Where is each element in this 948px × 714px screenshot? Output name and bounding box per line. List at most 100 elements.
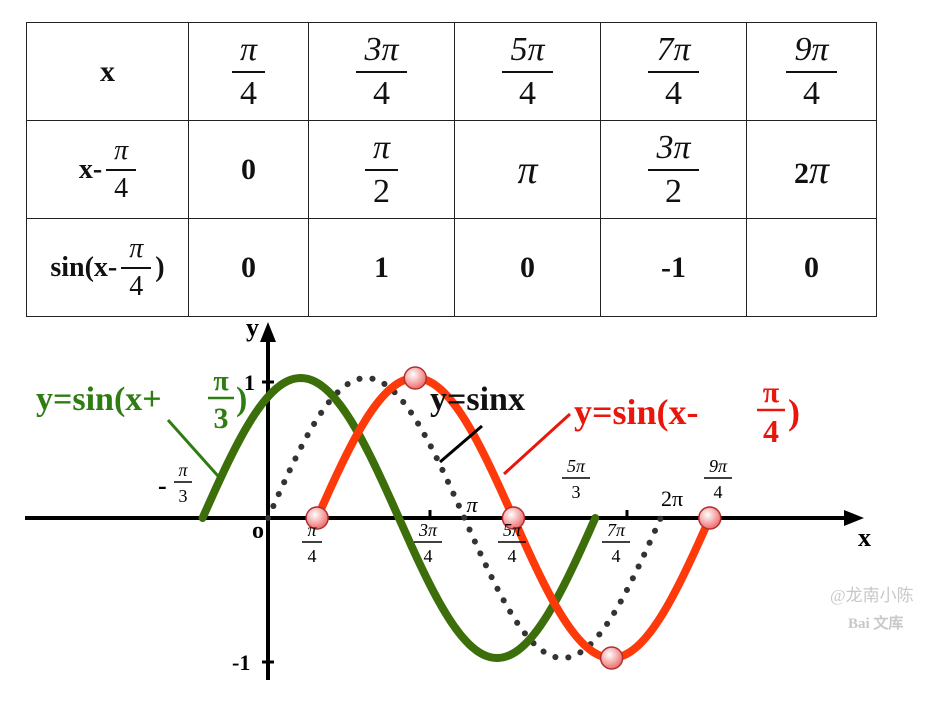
key-point <box>501 506 526 530</box>
key-point <box>305 506 329 530</box>
green-label-pointer <box>166 419 220 477</box>
shift-value: π <box>517 147 538 192</box>
watermark-line1: @龙南小陈 <box>830 586 914 605</box>
shift-prefix: x- <box>78 153 103 185</box>
key-point <box>403 366 428 390</box>
sin-prefix: sin(x- <box>50 251 118 283</box>
red-label-pointer <box>502 412 572 476</box>
sin-cell-1: 0 <box>188 218 309 317</box>
table-row-sin: sin(x- π 4 ) 0 1 0 -1 0 <box>26 218 877 317</box>
tick-3pi4-den: 4 <box>424 546 433 566</box>
frac-num: 7π <box>656 30 691 68</box>
frac-num: π <box>114 134 129 166</box>
shift-pi: π <box>808 147 830 192</box>
frac-den: 4 <box>372 74 390 112</box>
tick-neg-pi3-den: 3 <box>179 486 188 506</box>
frac-num: π <box>239 30 258 68</box>
y-axis-arrow <box>260 322 276 342</box>
tick-neg-pi3-sign: - <box>158 471 167 500</box>
sin-value: 0 <box>804 250 819 284</box>
frac-den: 4 <box>802 74 820 112</box>
sin-value: -1 <box>661 250 686 284</box>
shift-value: 0 <box>241 152 256 186</box>
key-point <box>698 506 722 530</box>
row-label-shift: x- π 4 <box>26 120 189 219</box>
label-green: y=sin(x+ <box>36 381 162 418</box>
x-axis-arrow <box>844 510 864 526</box>
sin-cell-2: 1 <box>308 218 455 317</box>
sin-value: 1 <box>374 250 389 284</box>
frac-den: 4 <box>114 172 129 204</box>
sin-cell-3: 0 <box>454 218 601 317</box>
sin-value: 0 <box>520 250 535 284</box>
curve-y-sinx <box>265 374 664 662</box>
row-label-x-text: x <box>100 54 115 88</box>
frac-num: π <box>372 128 391 166</box>
tick-pi4-den: 4 <box>308 546 317 566</box>
frac-num: 9π <box>794 30 829 68</box>
sin-value: 0 <box>241 250 256 284</box>
shift-cell-5: 2π <box>746 120 877 219</box>
sin-cell-5: 0 <box>746 218 877 317</box>
tick-5pi4-den: 4 <box>508 546 517 566</box>
y-axis-label: y <box>246 313 259 342</box>
sine-graph: x y o 1 -1 y=sin(x+ π 3 ) y=sinx y=sin(x… <box>25 313 914 680</box>
sin-cell-4: -1 <box>600 218 747 317</box>
tick-neg-pi3-num: π <box>178 460 188 480</box>
y-tick-label-1: 1 <box>244 370 255 395</box>
frac-den: 4 <box>129 270 144 302</box>
tick-3pi4-num: 3π <box>418 520 438 540</box>
tick-7pi4-den: 4 <box>612 546 621 566</box>
label-green-prefix: y=sin(x+ <box>36 381 162 418</box>
black-label-pointer <box>439 424 483 464</box>
tick-5pi3-num: 5π <box>567 456 586 476</box>
label-red-prefix: y=sin(x- <box>574 392 699 432</box>
frac-num: 3π <box>656 128 691 166</box>
key-point <box>599 646 624 670</box>
x-axis-label: x <box>858 523 871 552</box>
frac-den: 2 <box>372 172 390 210</box>
tick-pi: π <box>466 492 478 517</box>
curve-y-sin-x-plus-pi3 <box>198 373 600 663</box>
shift-cell-1: 0 <box>188 120 309 219</box>
sin-suffix: ) <box>155 251 165 283</box>
label-green-suffix: ) <box>236 381 247 418</box>
tick-pi4-num: π <box>307 520 317 540</box>
frac-num: 5π <box>510 30 545 68</box>
frac-num: 3π <box>364 30 399 68</box>
tick-2pi: 2π <box>661 486 683 511</box>
tick-7pi4-num: 7π <box>607 520 626 540</box>
y-tick-label-neg1: -1 <box>232 650 250 675</box>
frac-den: 2 <box>664 172 682 210</box>
row-label-x: x <box>26 22 189 121</box>
frac-den: 4 <box>518 74 536 112</box>
key-points <box>305 366 722 670</box>
shift-cell-3: π <box>454 120 601 219</box>
label-black: y=sinx <box>430 381 525 418</box>
label-red-suffix: ) <box>788 392 800 432</box>
label-red-num: π <box>763 376 780 409</box>
tick-5pi4-num: 5π <box>503 520 522 540</box>
frac-num: π <box>129 232 144 264</box>
shift-coef: 2 <box>793 157 809 190</box>
label-red-den: 4 <box>763 413 779 449</box>
tick-9pi4-num: 9π <box>709 456 728 476</box>
tick-9pi4-den: 4 <box>714 482 723 502</box>
frac-den: 4 <box>239 74 257 112</box>
tick-5pi3-den: 3 <box>572 482 581 502</box>
row-label-sin: sin(x- π 4 ) <box>26 218 189 317</box>
watermark-line2: Bai 文库 <box>848 614 903 632</box>
label-green-num: π <box>213 366 229 397</box>
origin-label: o <box>252 518 264 544</box>
frac-den: 4 <box>664 74 682 112</box>
